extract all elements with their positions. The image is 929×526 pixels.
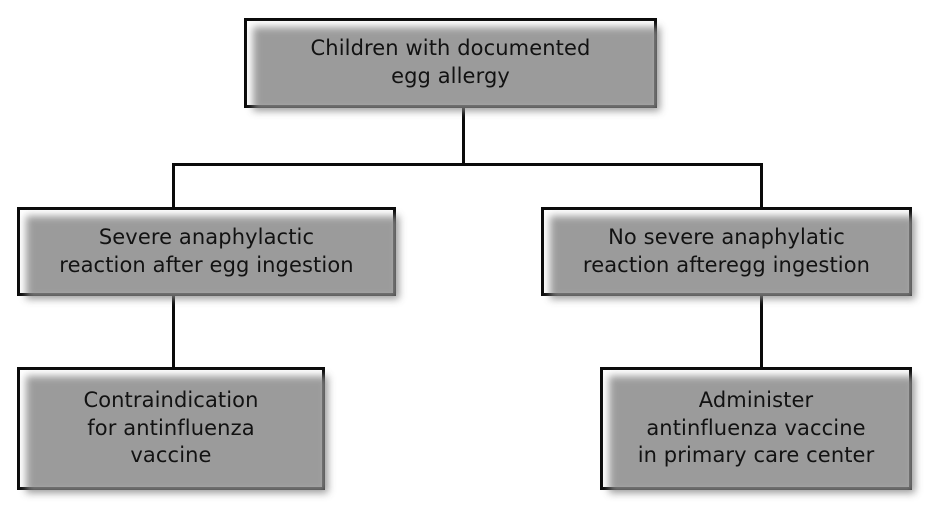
node-severe-anaphylactic-reaction: Severe anaphylactic reaction after egg i…: [17, 207, 396, 296]
connector-split-bar: [172, 163, 763, 166]
node-label: Contraindication for antinfluenza vaccin…: [83, 387, 259, 468]
connector-no-severe-to-administer: [760, 294, 763, 369]
connector-root-to-severe: [172, 163, 175, 209]
connector-root-stem: [462, 106, 465, 166]
node-label: Children with documented egg allergy: [310, 36, 591, 88]
node-administer-antinfluenza-vaccine: Administer antinfluenza vaccine in prima…: [600, 367, 912, 490]
node-label: No severe anaphylatic reaction afteregg …: [582, 224, 871, 277]
node-children-with-documented-egg-allergy: Children with documented egg allergy: [244, 18, 657, 108]
connector-root-to-no-severe: [760, 163, 763, 209]
node-label: Severe anaphylactic reaction after egg i…: [59, 224, 354, 277]
node-no-severe-anaphylatic-reaction: No severe anaphylatic reaction afteregg …: [541, 207, 912, 296]
node-contraindication-for-antinfluenza-vaccine: Contraindication for antinfluenza vaccin…: [17, 367, 325, 490]
node-label: Administer antinfluenza vaccine in prima…: [637, 387, 875, 468]
connector-severe-to-contraindication: [172, 294, 175, 369]
